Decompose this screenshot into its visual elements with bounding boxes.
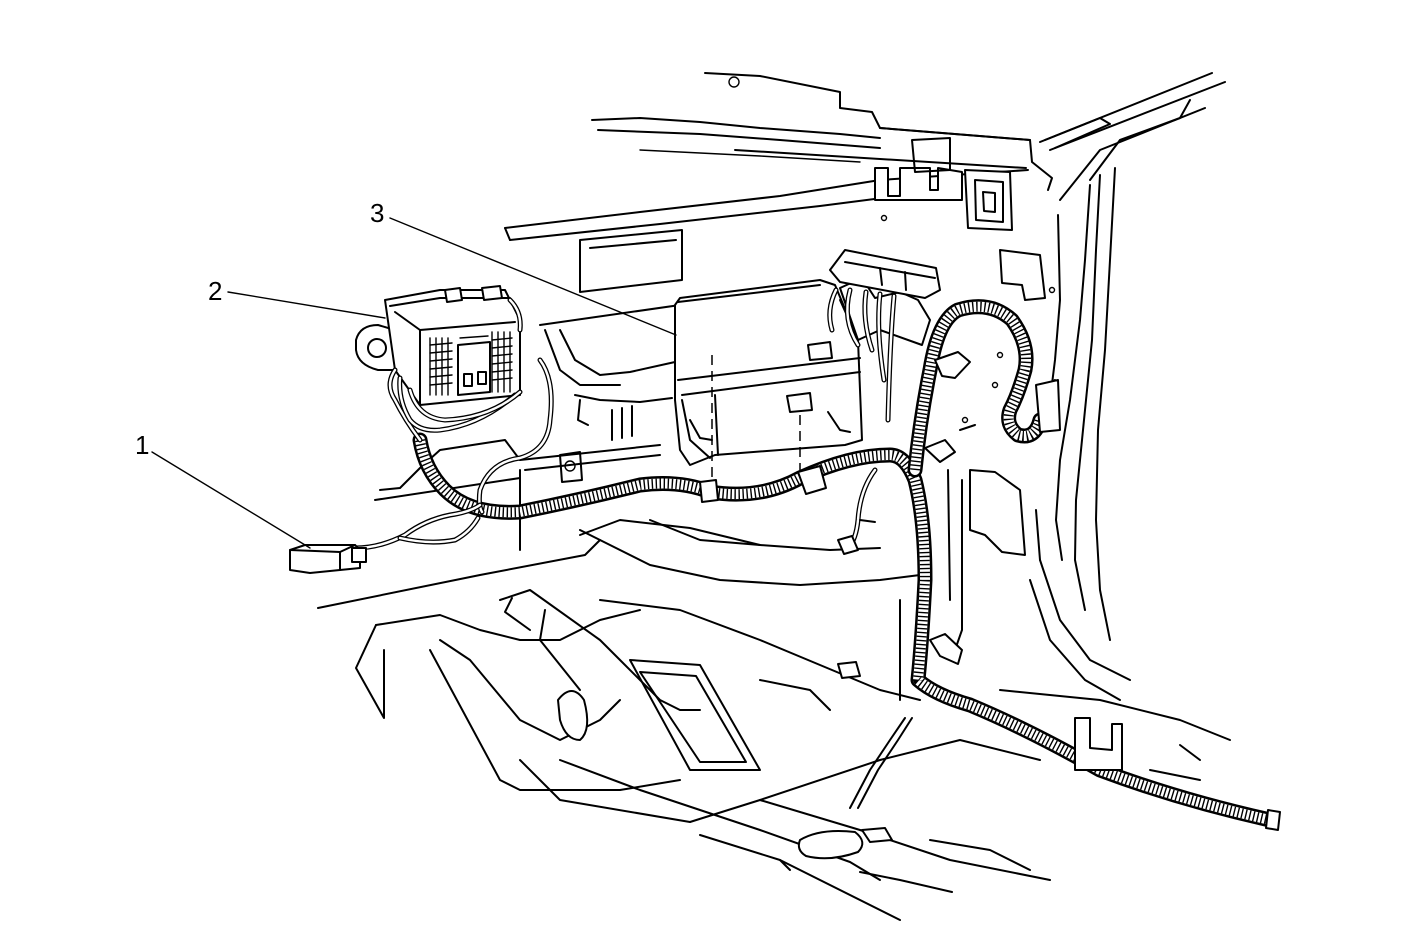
connector-1 [289, 502, 483, 574]
callout-1: 1 [135, 430, 311, 549]
fuse-cavities [429, 331, 513, 396]
callout-leader-1 [151, 451, 311, 549]
module-3 [674, 249, 941, 480]
callout-label-2: 2 [208, 276, 222, 306]
module-connector-wires [827, 287, 897, 423]
junction-block-2 [355, 285, 523, 443]
callout-3: 3 [370, 198, 677, 336]
callout-label-1: 1 [135, 430, 149, 460]
main-wiring-harness [412, 299, 1281, 831]
callout-label-3: 3 [370, 198, 384, 228]
upper-body-panel [504, 72, 1226, 241]
floor-pan [317, 519, 1231, 921]
callout-2: 2 [208, 276, 386, 319]
callout-leader-2 [227, 291, 386, 319]
secondary-wires [476, 357, 878, 555]
callout-leader-3 [389, 217, 677, 336]
